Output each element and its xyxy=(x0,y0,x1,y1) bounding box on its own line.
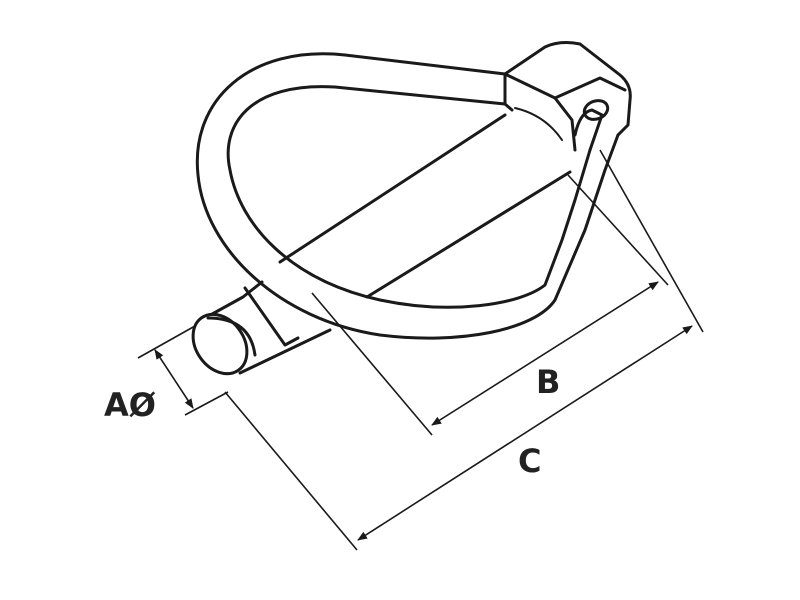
pin-end-cap xyxy=(191,312,257,376)
dimension-lines xyxy=(137,149,704,551)
label-a-diameter: AØ xyxy=(104,386,156,424)
c-extension-left xyxy=(224,391,358,551)
label-c: C xyxy=(518,442,541,480)
c-dimension-arrow xyxy=(357,325,693,541)
a-dimension-arrow xyxy=(154,349,194,409)
a-extension-bottom xyxy=(184,391,229,416)
b-extension-right xyxy=(567,174,669,286)
pin-head xyxy=(503,41,632,152)
b-dimension-arrow xyxy=(431,281,659,426)
a-extension-top xyxy=(137,325,196,359)
pin-shaft xyxy=(203,113,572,375)
b-extension-left xyxy=(311,292,433,436)
c-extension-right xyxy=(599,149,704,333)
label-b: B xyxy=(536,363,560,401)
